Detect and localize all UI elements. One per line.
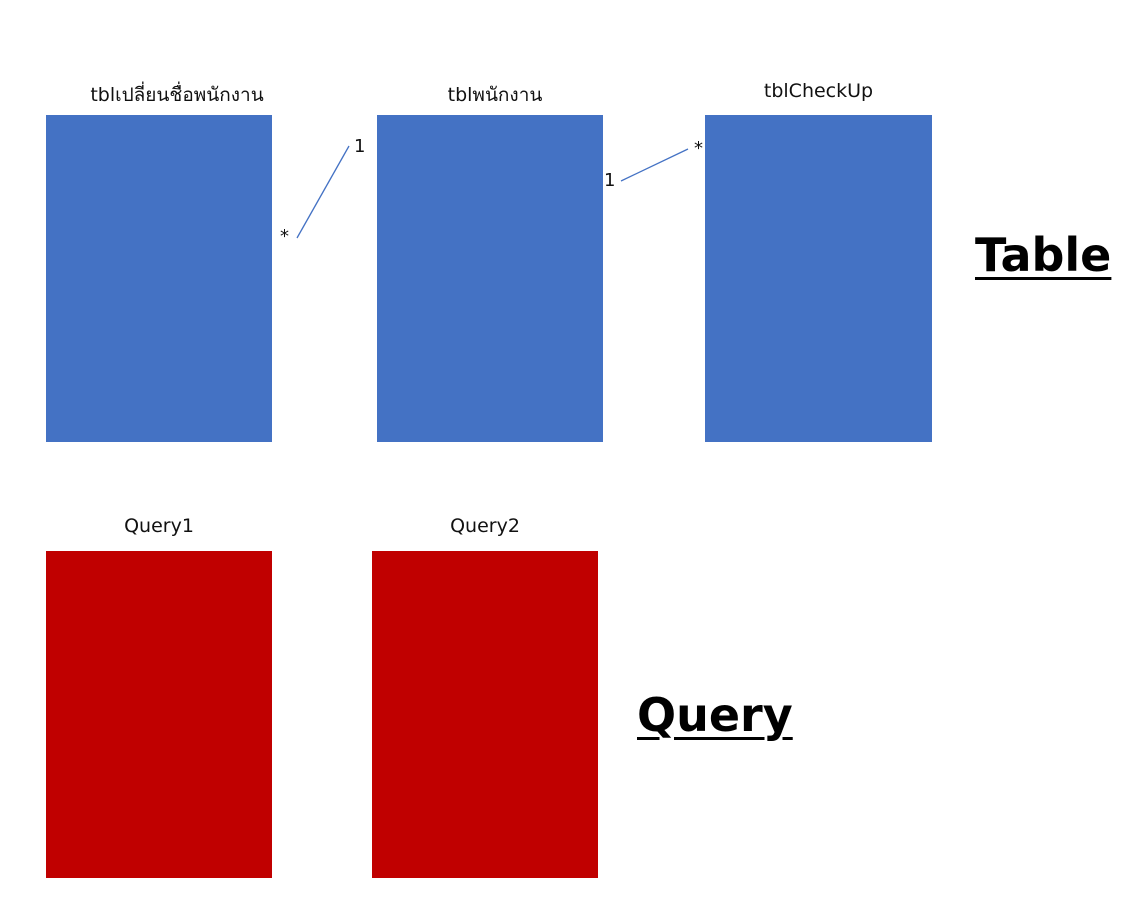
- query-label-query1: Query1: [124, 515, 194, 537]
- relationship-line-2: [620, 148, 689, 182]
- query-box-query2[interactable]: [372, 551, 598, 878]
- table-box-tblemployee[interactable]: [377, 115, 603, 442]
- heading-query: Query: [637, 688, 793, 742]
- query-box-query1[interactable]: [46, 551, 272, 878]
- query-label-query2: Query2: [450, 515, 520, 537]
- table-box-tblcheckup[interactable]: [705, 115, 932, 442]
- table-label-tblemployee: tblพนักงาน: [447, 84, 543, 106]
- heading-table: Table: [975, 228, 1112, 282]
- table-box-tblchangename[interactable]: [46, 115, 272, 442]
- table-label-tblcheckup: tblCheckUp: [763, 80, 874, 102]
- relationship-line-1: [296, 145, 350, 239]
- cardinality-label-1-from: *: [280, 226, 289, 247]
- cardinality-label-2-to: *: [694, 138, 703, 159]
- cardinality-label-2-from: 1: [604, 170, 616, 191]
- cardinality-label-1-to: 1: [354, 136, 366, 157]
- table-label-tblchangename: tblเปลี่ยนชื่อพนักงาน: [90, 84, 264, 106]
